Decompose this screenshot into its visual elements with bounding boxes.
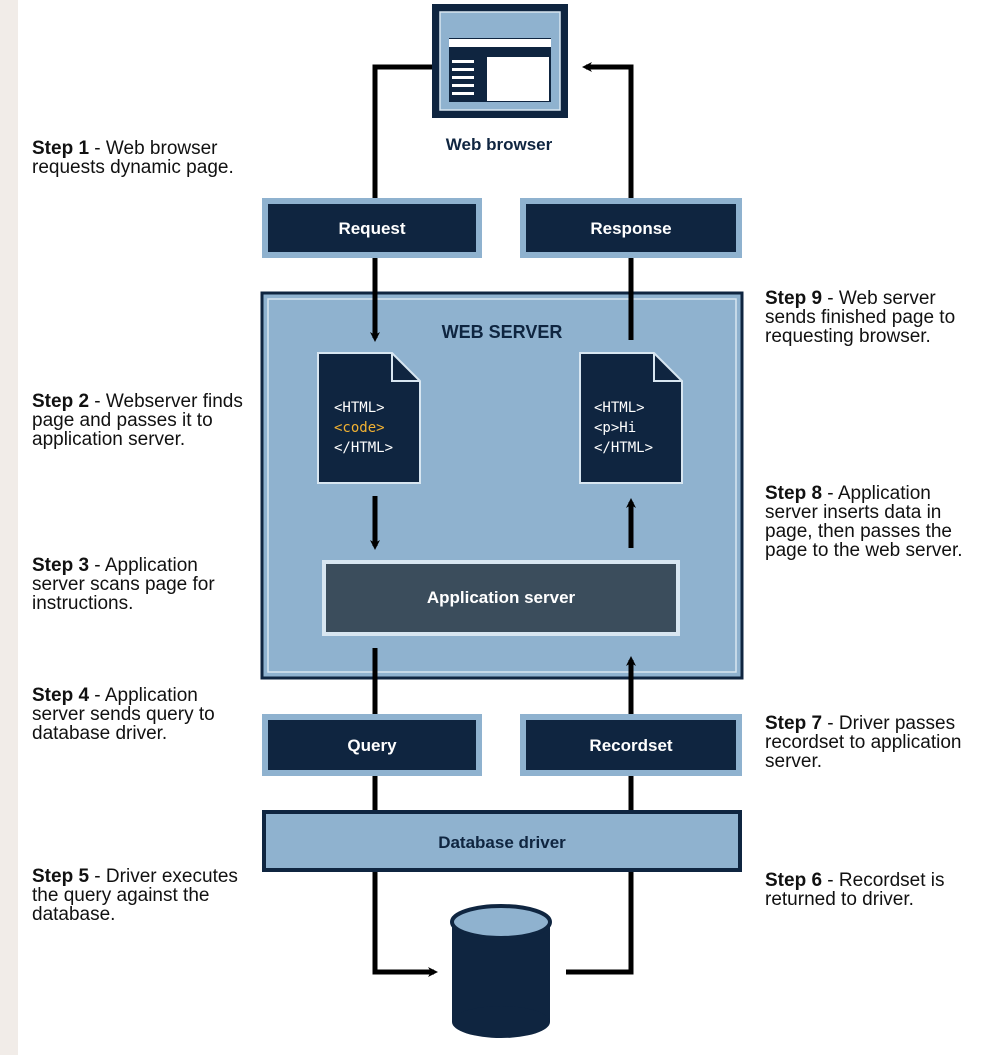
return-connector bbox=[566, 872, 634, 975]
execute-arrow bbox=[372, 872, 438, 977]
step-6-caption: Step 6 - Recordset is returned to driver… bbox=[765, 870, 945, 910]
svg-text:<code>: <code> bbox=[334, 420, 385, 436]
step-5-caption: Step 5 - Driver executes the query again… bbox=[32, 866, 238, 925]
database-icon bbox=[450, 904, 552, 1038]
svg-text:</HTML>: </HTML> bbox=[594, 440, 653, 456]
request-box: Request bbox=[262, 198, 482, 258]
application-server-box: Application server bbox=[322, 560, 680, 636]
html-code-document: <HTML> <code> </HTML> bbox=[317, 352, 421, 484]
svg-text:<HTML>: <HTML> bbox=[334, 400, 385, 416]
browser-icon bbox=[432, 4, 568, 118]
html-result-document: <HTML> <p>Hi </HTML> bbox=[579, 352, 683, 484]
svg-text:Database driver: Database driver bbox=[438, 833, 566, 852]
step-9-caption: Step 9 - Web server sends finished page … bbox=[765, 288, 956, 347]
svg-text:<HTML>: <HTML> bbox=[594, 400, 645, 416]
step-4-caption: Step 4 - Application server sends query … bbox=[32, 685, 215, 744]
browser-label: Web browser bbox=[446, 135, 553, 154]
step-7-caption: Step 7 - Driver passes recordset to appl… bbox=[765, 713, 962, 772]
step-8-caption: Step 8 - Application server inserts data… bbox=[765, 483, 963, 561]
response-arrow bbox=[582, 62, 634, 198]
recordset-box: Recordset bbox=[520, 714, 742, 776]
step-1-caption: Step 1 - Web browser requests dynamic pa… bbox=[32, 138, 234, 178]
svg-text:Query: Query bbox=[347, 736, 397, 755]
svg-text:<p>Hi: <p>Hi bbox=[594, 420, 636, 436]
step-3-caption: Step 3 - Application server scans page f… bbox=[32, 555, 215, 614]
query-box: Query bbox=[262, 714, 482, 776]
request-connector bbox=[372, 64, 432, 198]
svg-text:Application server: Application server bbox=[427, 588, 576, 607]
svg-text:Response: Response bbox=[590, 219, 671, 238]
step-2-caption: Step 2 - Webserver finds page and passes… bbox=[32, 391, 243, 450]
svg-text:Request: Request bbox=[338, 219, 405, 238]
database-driver-box: Database driver bbox=[262, 810, 742, 872]
svg-text:Recordset: Recordset bbox=[589, 736, 672, 755]
response-box: Response bbox=[520, 198, 742, 258]
svg-text:</HTML>: </HTML> bbox=[334, 440, 393, 456]
web-server-title: WEB SERVER bbox=[442, 322, 563, 342]
